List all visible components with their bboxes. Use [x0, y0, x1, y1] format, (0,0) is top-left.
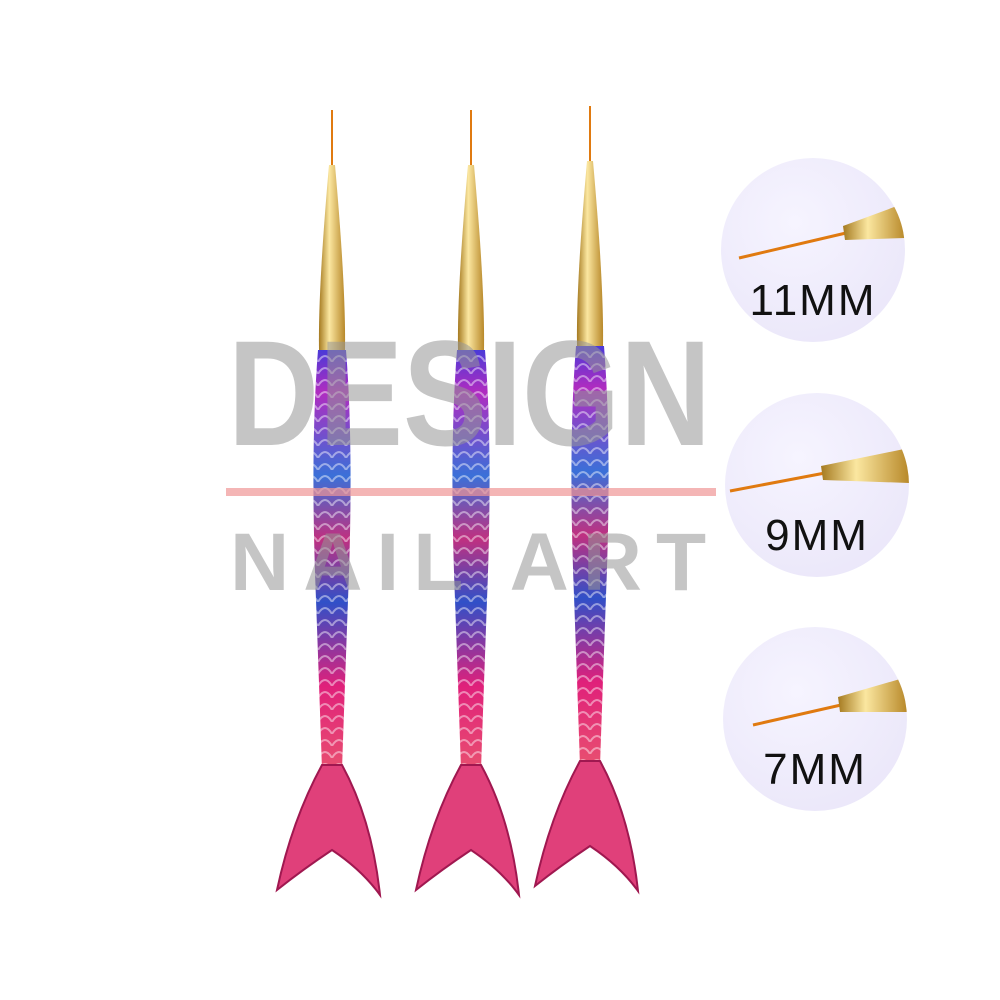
watermark-design: DESIGN	[228, 309, 712, 477]
size-circle-7mm: 7MM	[723, 627, 907, 811]
brush-3	[534, 105, 639, 892]
size-label: 7MM	[763, 745, 867, 794]
size-label: 11MM	[749, 276, 877, 325]
watermark-line	[226, 488, 716, 496]
brush-tip-icon	[752, 677, 907, 727]
brush-1	[276, 109, 381, 896]
size-circle-11mm: 11MM	[721, 158, 905, 342]
brush-2	[415, 109, 520, 896]
size-circle-9mm: 9MM	[725, 393, 909, 577]
brush-tip-icon	[729, 448, 909, 493]
brush-tip-icon	[738, 203, 905, 260]
watermark-nail-art: NAIL ART	[230, 517, 721, 608]
size-label: 9MM	[765, 511, 869, 560]
